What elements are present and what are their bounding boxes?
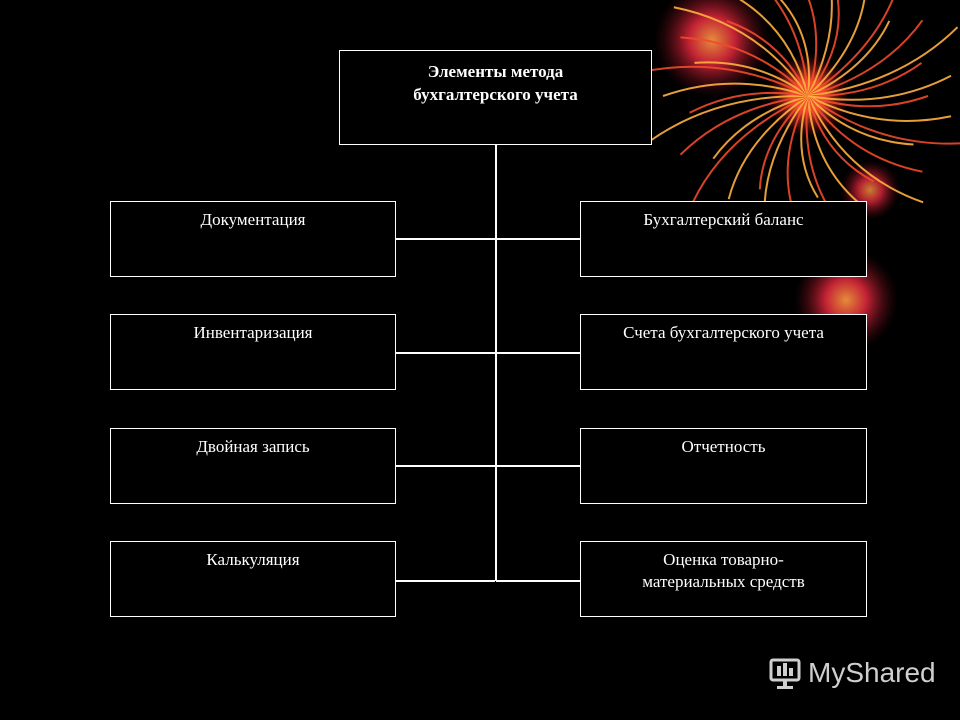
firework-ray — [739, 0, 809, 97]
firework-ray — [694, 61, 809, 97]
firework-ray — [712, 95, 809, 160]
firework-ray — [807, 95, 923, 173]
node-label-line2: материальных средств — [642, 572, 805, 591]
firework-ray — [807, 0, 818, 97]
firework-ray — [758, 95, 809, 190]
trunk-line — [495, 145, 497, 581]
root-title-line2: бухгалтерского учета — [413, 85, 578, 104]
connector-left-4 — [396, 580, 495, 582]
node-documentation: Документация — [110, 201, 396, 277]
firework-ray — [807, 95, 914, 146]
connector-right-3 — [496, 465, 580, 467]
firework-ray — [691, 95, 809, 203]
firework-ray — [807, 74, 952, 101]
node-label: Бухгалтерский баланс — [643, 210, 804, 229]
node-accounts: Счета бухгалтерского учета — [580, 314, 867, 390]
firework-ray — [774, 0, 809, 97]
firework-ray — [727, 95, 809, 200]
node-label: Счета бухгалтерского учета — [623, 323, 824, 342]
node-label: Инвентаризация — [193, 323, 313, 342]
firework-ray — [646, 94, 809, 144]
node-balance-sheet: Бухгалтерский баланс — [580, 201, 867, 277]
firework-ray — [807, 19, 924, 97]
firework-ray — [640, 65, 809, 97]
firework-ray — [800, 95, 819, 199]
node-reporting: Отчетность — [580, 428, 867, 504]
connector-left-3 — [396, 465, 495, 467]
firework-ray — [673, 6, 809, 97]
firework-ray — [662, 82, 809, 97]
node-label: Двойная запись — [196, 437, 310, 456]
firework-ray — [726, 20, 809, 97]
firework-ray — [807, 62, 923, 98]
firework-ray — [807, 95, 875, 183]
root-node: Элементы метода бухгалтерского учета — [339, 50, 652, 145]
firework-ray — [807, 20, 891, 97]
presentation-icon — [769, 658, 801, 689]
connector-right-2 — [496, 352, 580, 354]
node-label: Отчетность — [681, 437, 766, 456]
node-label-line1: Оценка товарно- — [663, 550, 784, 569]
firework-ray — [779, 0, 811, 97]
connector-left-2 — [396, 352, 495, 354]
firework-ray — [807, 0, 840, 97]
firework-ray — [689, 91, 809, 114]
watermark: MyShared — [768, 656, 936, 690]
firework-ray — [807, 95, 960, 145]
root-title-line1: Элементы метода — [427, 62, 564, 81]
connector-right-4 — [496, 580, 580, 582]
firework-ray — [679, 95, 809, 156]
watermark-text: MyShared — [808, 657, 936, 688]
firework-ray — [807, 0, 894, 97]
firework-ray — [807, 95, 867, 210]
connector-left-1 — [396, 238, 495, 240]
connector-right-1 — [496, 238, 580, 240]
node-costing: Калькуляция — [110, 541, 396, 617]
firework-ray — [807, 26, 959, 97]
firework-ray — [807, 95, 952, 122]
firework-ray — [807, 95, 929, 108]
firework-ray — [680, 36, 809, 97]
firework-ray — [807, 0, 866, 97]
firework-ray — [807, 0, 833, 97]
node-label: Калькуляция — [206, 550, 300, 569]
node-double-entry: Двойная запись — [110, 428, 396, 504]
firework-ray — [807, 95, 924, 204]
node-inventory: Инвентаризация — [110, 314, 396, 390]
node-label: Документация — [200, 210, 306, 229]
node-inventory-valuation: Оценка товарно- материальных средств — [580, 541, 867, 617]
